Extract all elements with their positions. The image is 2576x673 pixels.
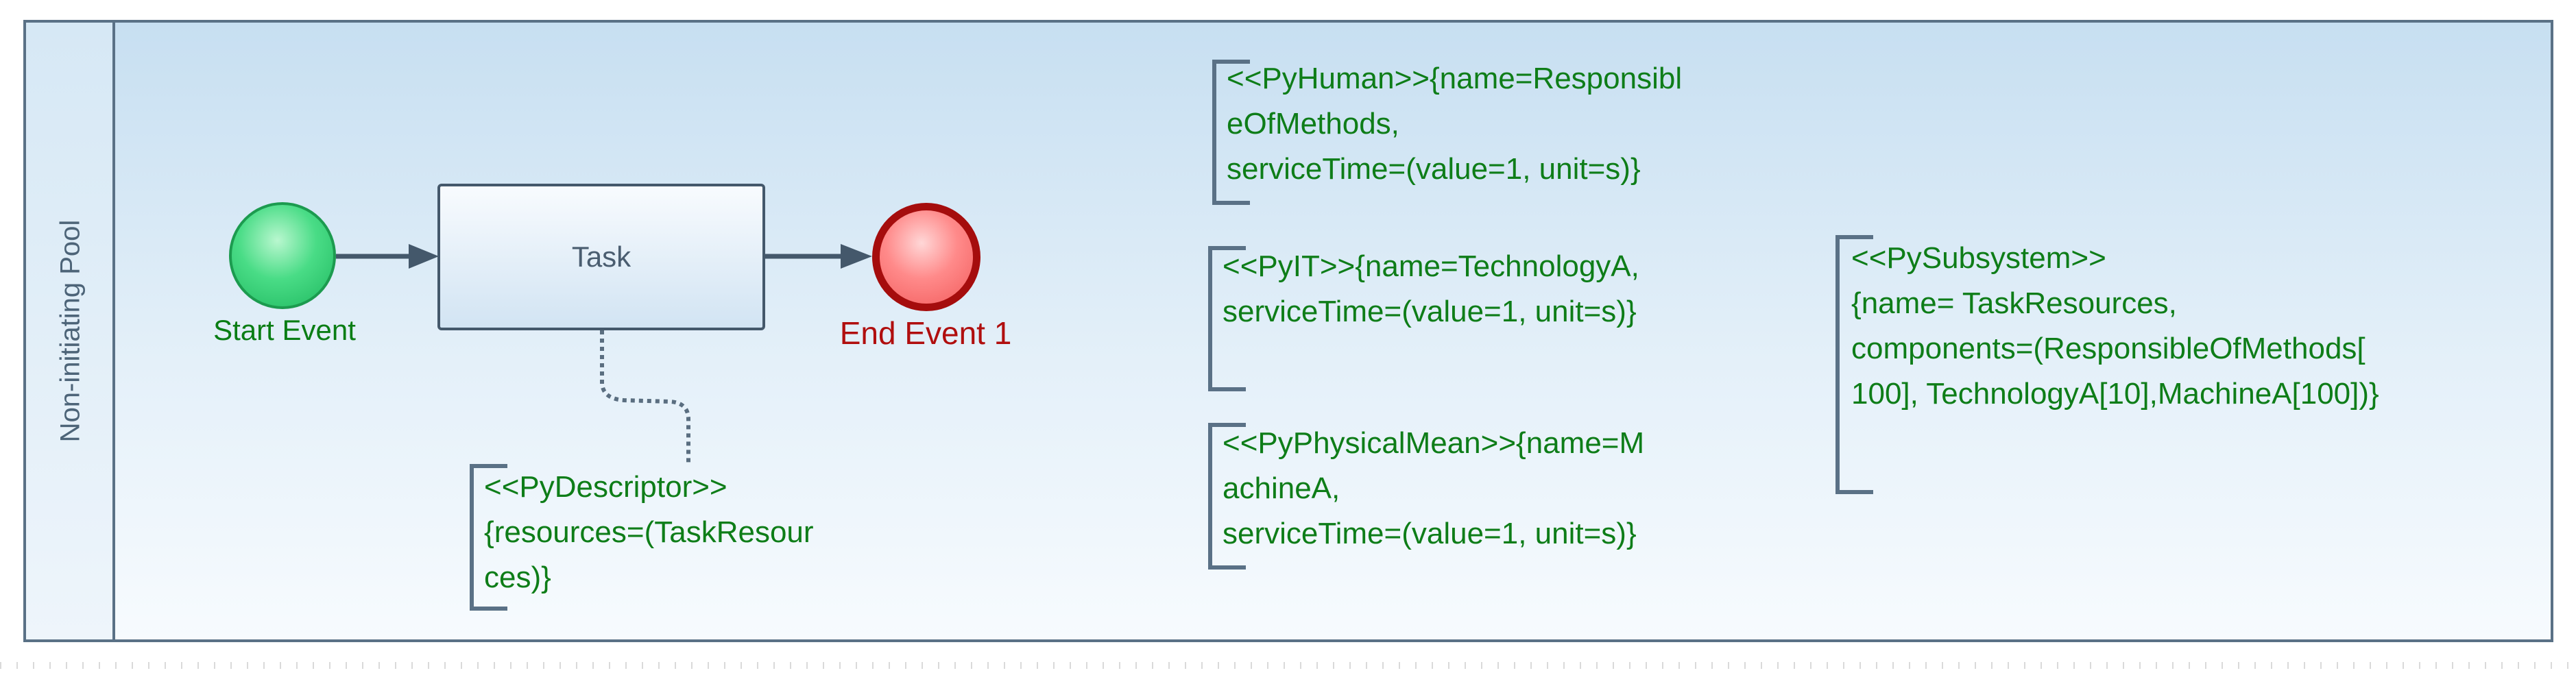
association-task-descriptor[interactable] [600, 330, 690, 466]
start-event[interactable] [229, 202, 336, 309]
it-bracket [1208, 246, 1246, 391]
human-bracket [1212, 60, 1250, 205]
pool[interactable]: Non-initiating Pool [23, 20, 2553, 642]
descriptor-bracket [470, 464, 507, 611]
end-event[interactable] [872, 203, 980, 311]
it-annotation[interactable]: <<PyIT>>{name=TechnologyA, serviceTime=(… [1223, 249, 1639, 328]
end-event-label: End Event 1 [839, 315, 1012, 351]
arrowhead-task-end [841, 244, 872, 269]
start-event-label: Start Event [213, 314, 356, 346]
arrowhead-start-task [409, 244, 439, 269]
task-node[interactable]: Task [437, 184, 765, 330]
physical-mean-bracket [1208, 423, 1246, 570]
physical-mean-annotation[interactable]: <<PyPhysicalMean>>{name=M achineA, servi… [1223, 426, 1645, 550]
pool-header: Non-initiating Pool [26, 23, 115, 639]
human-annotation[interactable]: <<PyHuman>>{name=Responsibl eOfMethods, … [1227, 62, 1683, 186]
task-label: Task [571, 241, 631, 273]
subsystem-annotation[interactable]: <<PySubsystem>> {name= TaskResources, co… [1851, 241, 2379, 411]
subsystem-bracket [1835, 235, 1873, 494]
descriptor-annotation[interactable]: <<PyDescriptor>> {resources=(TaskResour … [484, 470, 814, 594]
